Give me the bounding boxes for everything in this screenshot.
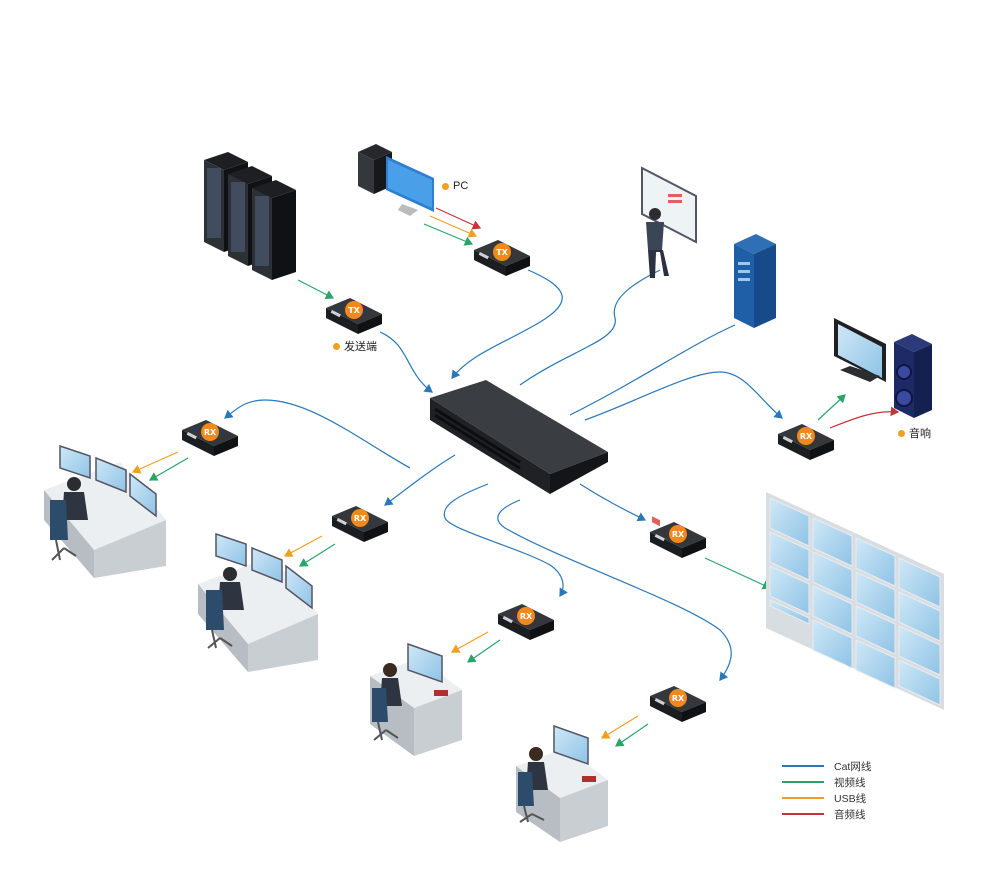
rx-box-videowall: RX [650,522,706,558]
tx-box-sender: TX [326,298,382,334]
tx-badge-label: TX [348,306,360,315]
rx-badge-icon [351,509,369,527]
console-desk-1 [44,444,166,578]
office-desk-2 [516,724,608,842]
rx-badge-label: RX [204,428,217,437]
rx-badge-label: RX [672,530,685,539]
legend-item-video: 视频线 [782,774,902,790]
speaker-label: 音响 [898,425,931,441]
legend-item-cat: Cat网线 [782,758,902,774]
pc-label: PC [442,180,468,192]
legend-label-video: 视频线 [834,776,866,789]
tx-badge-icon [493,243,511,261]
legend-swatch-usb [782,797,824,799]
presenter-whiteboard [641,166,697,527]
cable-legend: Cat网线 视频线 USB线 音频线 [782,758,902,822]
pc-workstation [358,144,434,216]
tx-badge-label: TX [496,248,508,257]
rx-box-desk-4: RX [650,686,706,722]
office-desk-1 [370,642,462,756]
rx-box-speaker: RX [778,424,834,460]
signal-cables [131,207,900,747]
legend-swatch-video [782,781,824,783]
legend-label-usb: USB线 [834,792,867,805]
tx-badge-icon [345,301,363,319]
rx-badge-label: RX [672,694,685,703]
speaker-dot-icon [898,429,905,437]
rx-badge-label: RX [354,514,367,523]
sender-label: 发送端 [333,338,377,354]
pc-label-text: PC [453,180,469,192]
pc-dot-icon [442,182,449,190]
rx-badge-icon [669,689,687,707]
legend-swatch-audio [782,813,824,815]
legend-label-audio: 音频线 [834,808,866,821]
cat-cables [224,269,783,681]
blue-server [734,234,776,328]
legend-label-cat: Cat网线 [834,760,872,773]
server-racks [204,152,296,280]
rx-badge-label: RX [800,432,813,441]
rx-box-desk-2: RX [332,506,388,542]
rx-badge-icon [797,427,815,445]
rx-badge-icon [669,525,687,543]
legend-item-usb: USB线 [782,790,902,806]
rx-badge-icon [201,423,219,441]
rx-badge-label: RX [520,612,533,621]
network-switch [430,380,608,494]
rx-badge-icon [517,607,535,625]
rx-box-desk-3: RX [498,604,554,640]
monitor-speaker [834,318,932,418]
rx-box-desk-1: RX [182,420,238,456]
tx-box-pc: TX [474,240,530,276]
legend-swatch-cat [782,765,824,767]
sender-label-text: 发送端 [344,341,377,353]
sender-dot-icon [333,342,340,350]
legend-item-audio: 音频线 [782,806,902,822]
video-wall [766,492,944,710]
console-desk-2 [198,532,318,672]
speaker-label-text: 音响 [909,428,931,440]
